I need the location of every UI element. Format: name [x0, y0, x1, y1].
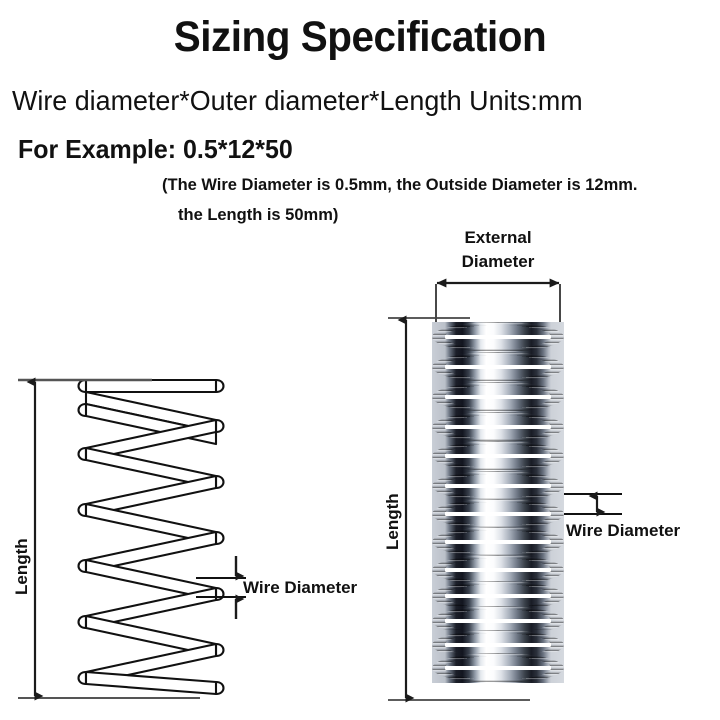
spring-coil-shading	[432, 499, 564, 530]
spring-coil-shading	[432, 381, 564, 412]
right-wire-diameter-label: Wire Diameter	[566, 521, 681, 540]
photo-compression-spring	[432, 318, 564, 704]
left-wire-diameter-dimension	[196, 556, 246, 619]
note-line-1: (The Wire Diameter is 0.5mm, the Outside…	[162, 175, 638, 194]
spring-coil-shading	[432, 322, 564, 352]
spring-coil-shading	[432, 411, 564, 442]
schematic-spring-svg	[77, 378, 225, 696]
left-length-dimension	[18, 377, 200, 701]
external-diameter-label-line2: Diameter	[461, 252, 535, 271]
spring-coil	[432, 381, 564, 412]
spring-coil	[432, 322, 564, 352]
spring-coil-shading	[432, 470, 564, 501]
schematic-compression-spring	[60, 372, 230, 704]
spring-coil-shading	[432, 352, 564, 382]
left-wire-diameter-label: Wire Diameter	[243, 578, 358, 597]
spring-coil-shading	[432, 554, 564, 585]
spring-coil-shading	[432, 441, 564, 472]
page-title: Sizing Specification	[173, 13, 547, 61]
spring-coil-shading	[432, 527, 564, 558]
spring-coil	[432, 411, 564, 442]
spring-coil	[432, 499, 564, 530]
spring-coil	[432, 527, 564, 558]
example-line: For Example: 0.5*12*50	[18, 134, 293, 164]
note-line-2: the Length is 50mm)	[178, 205, 339, 224]
left-length-label: Length	[12, 538, 31, 595]
external-diameter-label-line1: External	[464, 228, 532, 247]
spring-coil-shading	[432, 652, 564, 683]
spring-coil	[432, 470, 564, 501]
spring-coil	[432, 352, 564, 382]
right-length-label: Length	[383, 493, 402, 550]
format-line: Wire diameter*Outer diameter*Length Unit…	[12, 85, 583, 116]
spring-coil	[432, 554, 564, 585]
external-diameter-dimension	[435, 278, 561, 336]
right-wire-diameter-dimension	[556, 491, 622, 517]
spring-coil	[432, 652, 564, 683]
right-length-dimension	[388, 315, 530, 703]
